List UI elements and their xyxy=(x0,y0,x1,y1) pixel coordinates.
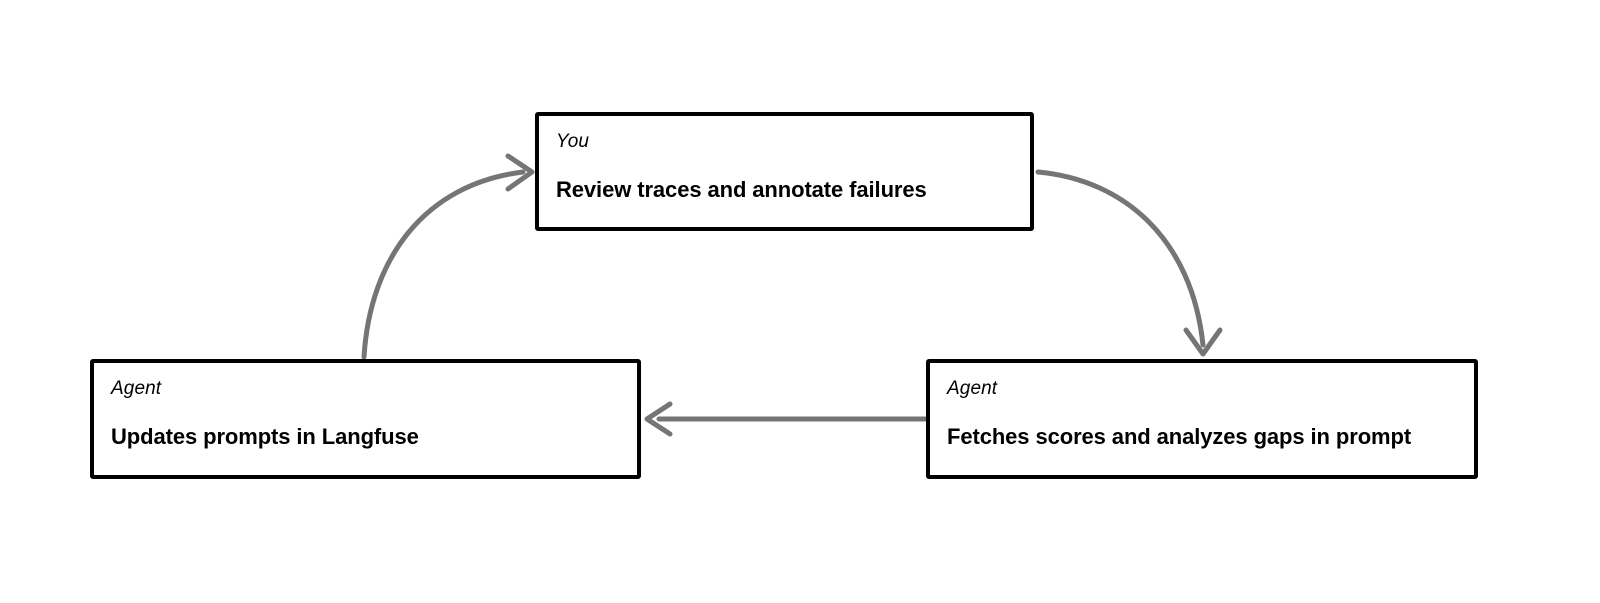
node-title-text: Review traces and annotate failures xyxy=(556,176,927,202)
node-updates-prompts[interactable]: Agent Updates prompts in Langfuse xyxy=(90,359,641,479)
node-title-text: Updates prompts in Langfuse xyxy=(111,423,419,449)
node-role-label: You xyxy=(556,131,590,152)
arrow-updates-to-review xyxy=(361,153,535,360)
node-title-text: Fetches scores and analyzes gaps in prom… xyxy=(947,423,1412,449)
arrow-review-to-fetches xyxy=(1035,169,1223,357)
node-review-traces[interactable]: You Review traces and annotate failures xyxy=(535,112,1034,231)
arrow-fetches-to-updates xyxy=(644,401,928,437)
node-role-label: Agent xyxy=(947,378,998,399)
node-role-label: Agent xyxy=(111,378,162,399)
node-fetches-scores[interactable]: Agent Fetches scores and analyzes gaps i… xyxy=(926,359,1478,479)
